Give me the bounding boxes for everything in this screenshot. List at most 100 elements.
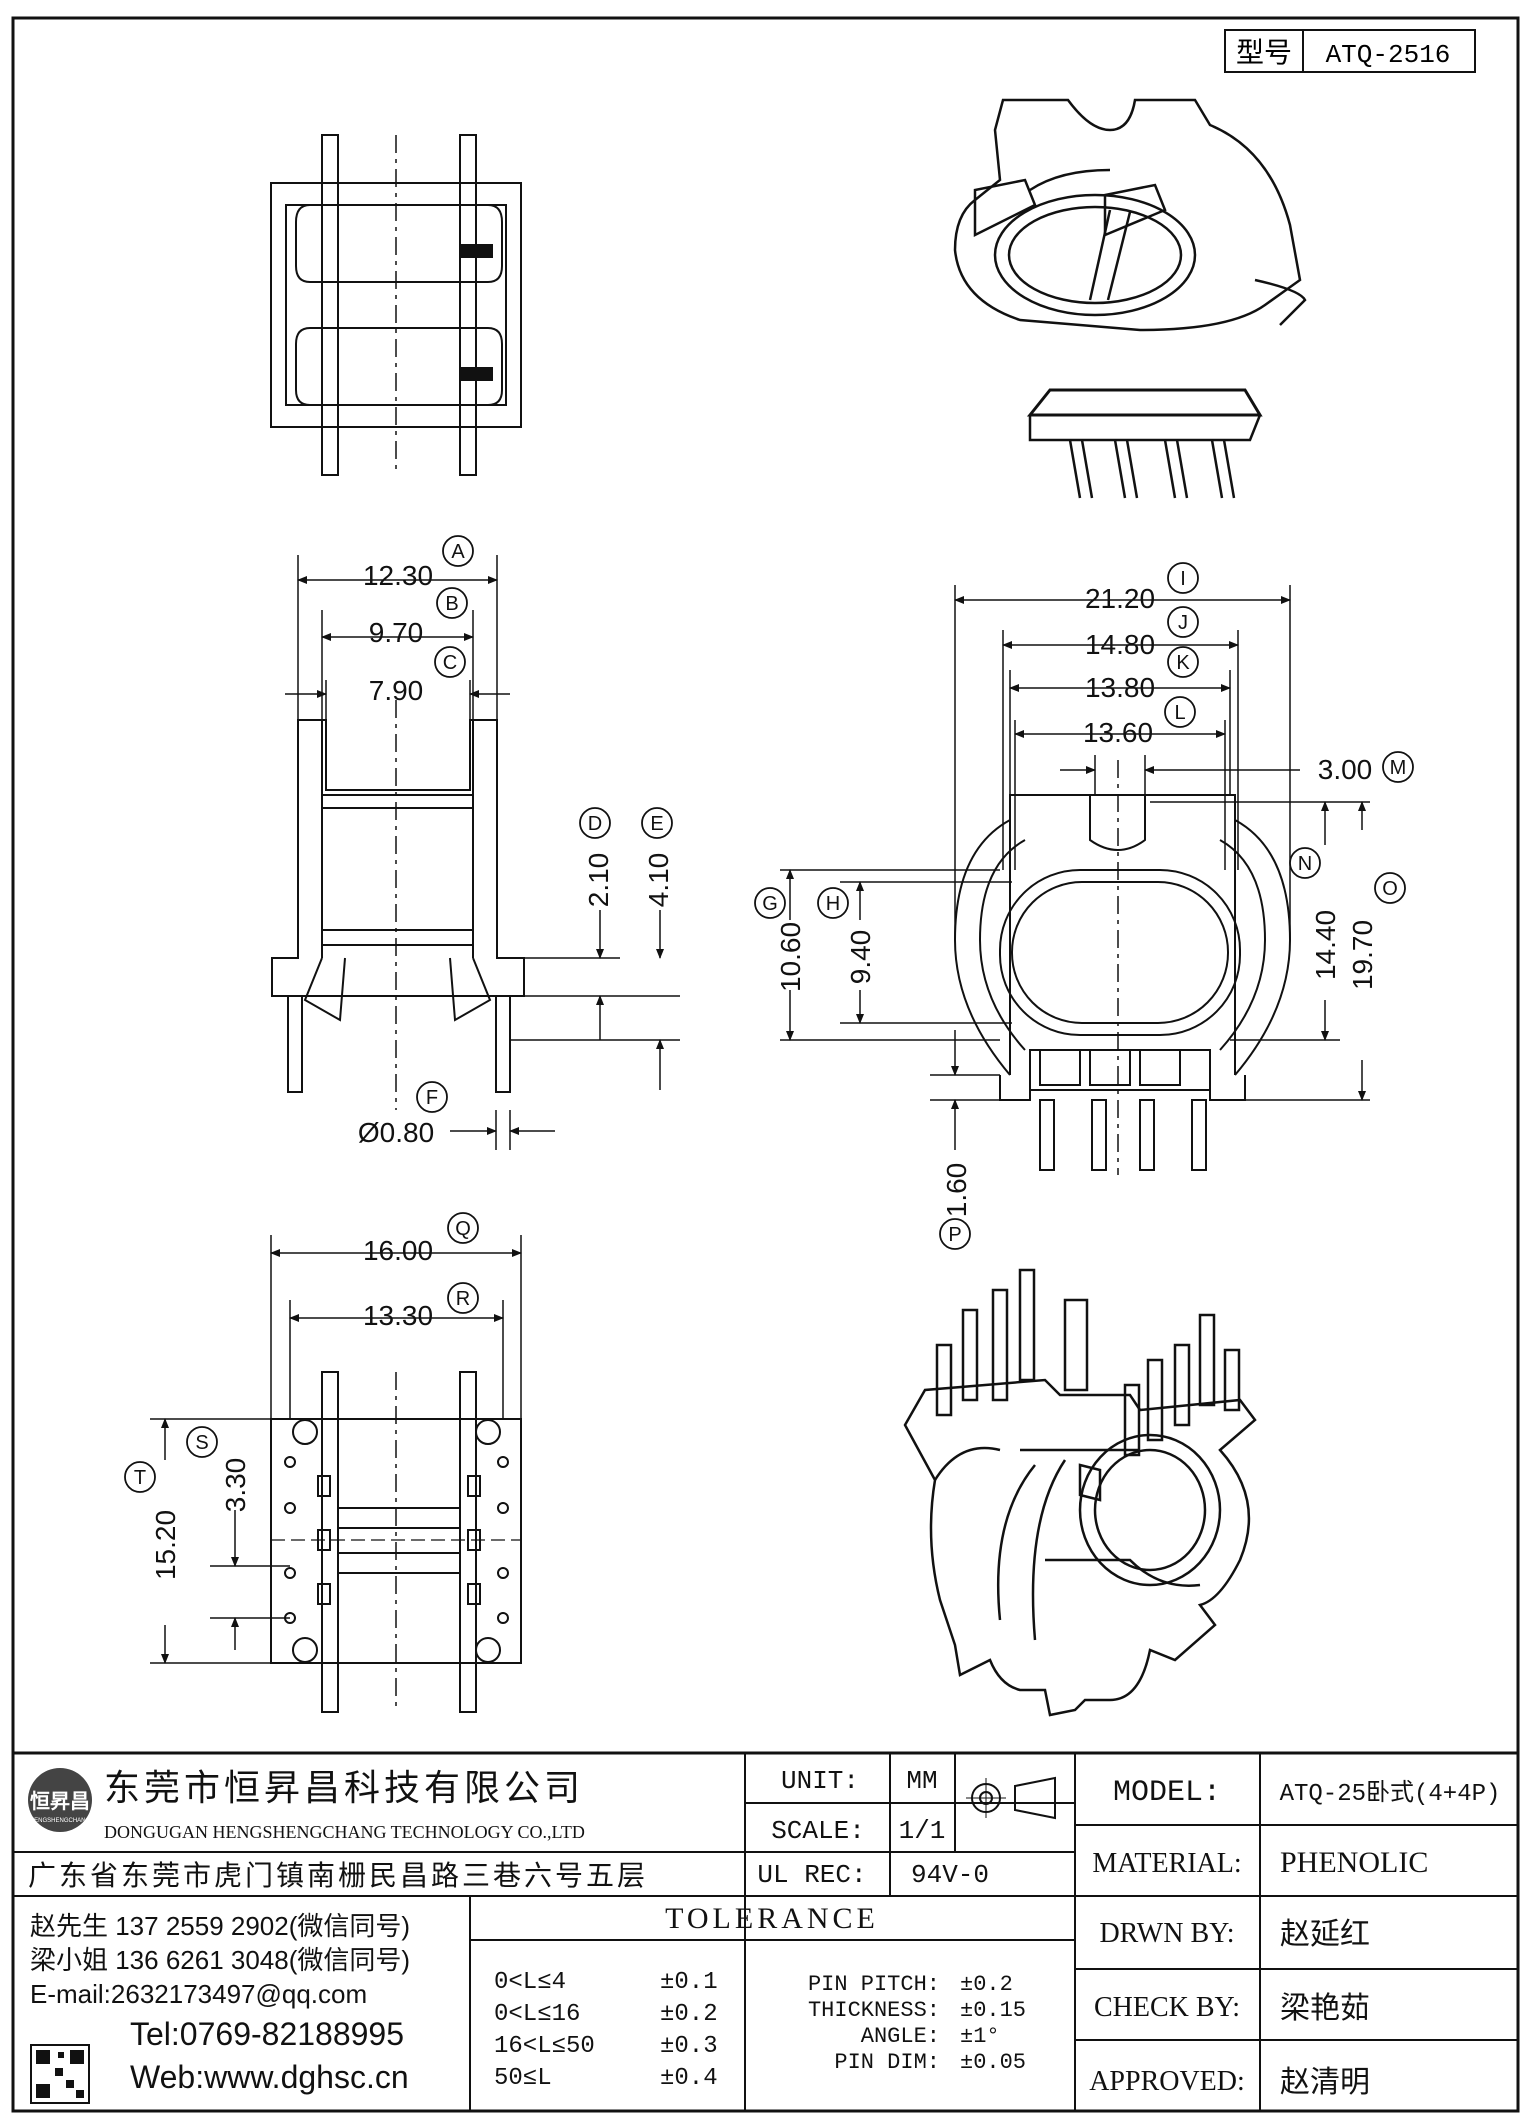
dim-badge-j <box>1167 606 1199 638</box>
unit-label: UNIT: <box>781 1766 859 1796</box>
dim-badge-o <box>1374 872 1406 904</box>
model-label: MODEL: <box>1113 1776 1221 1810</box>
dim-value-t: 15.20 <box>150 1510 181 1580</box>
view-side-middle <box>271 700 525 1110</box>
dim-value-c: 7.90 <box>369 675 424 706</box>
dim-badge-letter-i: I <box>1180 568 1186 590</box>
tolerance-value: ±0.3 <box>660 2033 718 2060</box>
title-block <box>13 1751 1518 2111</box>
dim-badge-k <box>1167 646 1199 678</box>
dim-value-i: 21.20 <box>1085 583 1155 614</box>
dim-badge-h <box>817 887 849 919</box>
material-value: PHENOLIC <box>1280 1846 1428 1879</box>
dim-badge-i <box>1167 562 1199 594</box>
dim-value-h: 9.40 <box>845 930 876 985</box>
contact-1: 赵先生 137 2559 2902(微信同号) <box>30 1911 410 1941</box>
dim-value-b: 9.70 <box>369 617 424 648</box>
contact-tel: Tel:0769-82188995 <box>130 2016 404 2052</box>
check-value: 梁艳茹 <box>1280 1992 1370 2025</box>
dim-value-s: 3.30 <box>220 1458 251 1513</box>
tolerance-extra-value: ±0.2 <box>960 1972 1013 1997</box>
view-plan-bottom <box>270 1371 522 1713</box>
dim-value-r: 13.30 <box>363 1300 433 1331</box>
dims-view5 <box>150 1235 522 1664</box>
dims-view3 <box>285 555 680 1150</box>
title-box-value: ATQ-2516 <box>1326 40 1451 70</box>
tolerance-title: TOLERANCE <box>665 1902 879 1935</box>
tolerance-extra-value: ±0.05 <box>960 2050 1026 2075</box>
dim-value-d: 2.10 <box>583 853 614 908</box>
ulrec-value: 94V-0 <box>911 1860 989 1890</box>
dim-badge-letter-f: F <box>426 1087 438 1109</box>
dim-badge-letter-e: E <box>650 813 663 835</box>
tolerance-range: 0<L≤16 <box>494 2001 580 2028</box>
ulrec-label: UL REC: <box>757 1860 866 1890</box>
dim-value-g: 10.60 <box>775 922 806 992</box>
approved-label: APPROVED: <box>1089 2066 1245 2097</box>
tolerance-value: ±0.1 <box>660 1969 718 1996</box>
dim-badge-letter-q: Q <box>455 1218 471 1240</box>
tolerance-extra-value: ±0.15 <box>960 1998 1026 2023</box>
title-box-label: 型号 <box>1236 37 1292 68</box>
dim-badge-r <box>447 1282 479 1314</box>
dim-badge-letter-n: N <box>1298 853 1312 875</box>
dim-value-p: 1.60 <box>941 1163 972 1218</box>
logo-text: 恒昇昌 <box>30 1790 90 1813</box>
material-label: MATERIAL: <box>1092 1848 1241 1879</box>
drwn-value: 赵延红 <box>1280 1918 1370 1951</box>
dim-badge-e <box>641 807 673 839</box>
contact-web: Web:www.dghsc.cn <box>130 2059 409 2095</box>
contact-email: E-mail:2632173497@qq.com <box>30 1979 367 2009</box>
dim-badge-a <box>442 535 474 567</box>
dim-badge-letter-c: C <box>443 652 457 674</box>
tolerance-range: 16<L≤50 <box>494 2033 595 2060</box>
dim-badge-letter-t: T <box>134 1467 146 1489</box>
title-box: 型号 ATQ-2516 <box>1224 29 1476 73</box>
tolerance-value: ±0.2 <box>660 2001 718 2028</box>
dim-value-o: 19.70 <box>1347 920 1378 990</box>
tolerance-range: 0<L≤4 <box>494 1969 566 1996</box>
dim-badge-letter-h: H <box>826 893 840 915</box>
scale-value: 1/1 <box>899 1816 946 1846</box>
unit-value: MM <box>906 1766 937 1796</box>
dim-badge-letter-s: S <box>195 1432 208 1454</box>
dim-value-n: 14.40 <box>1310 910 1341 980</box>
view-iso-top <box>953 98 1307 499</box>
approved-value: 赵清明 <box>1280 2066 1370 2099</box>
dim-badge-letter-g: G <box>762 893 778 915</box>
dim-badge-letter-o: O <box>1382 878 1398 900</box>
dim-badge-letter-l: L <box>1174 702 1185 724</box>
qr-code <box>30 2044 90 2104</box>
scale-label: SCALE: <box>771 1816 865 1846</box>
dim-value-l: 13.60 <box>1083 717 1153 748</box>
dim-value-f: Ø0.80 <box>358 1117 434 1148</box>
dim-badge-m <box>1382 751 1414 783</box>
tolerance-extra-label: ANGLE: <box>861 2024 940 2049</box>
tolerance-extra-label: PIN PITCH: <box>808 1972 940 1997</box>
check-label: CHECK BY: <box>1094 1992 1240 2023</box>
company-address: 广东省东莞市虎门镇南栅民昌路三巷六号五层 <box>28 1860 648 1891</box>
tolerance-extra-label: PIN DIM: <box>834 2050 940 2075</box>
dim-value-m: 3.00 <box>1318 754 1373 785</box>
dim-badge-letter-a: A <box>451 541 465 563</box>
tolerance-extra-label: THICKNESS: <box>808 1998 940 2023</box>
dim-value-q: 16.00 <box>363 1235 433 1266</box>
dim-badge-c <box>434 646 466 678</box>
dim-badge-n <box>1289 847 1321 879</box>
dim-badge-letter-r: R <box>456 1288 470 1310</box>
dim-value-a: 12.30 <box>363 560 433 591</box>
dim-badge-p <box>939 1218 971 1250</box>
tolerance-extra-value: ±1° <box>960 2024 1000 2049</box>
dim-badge-s <box>186 1426 218 1458</box>
dims-view4 <box>780 585 1370 1150</box>
dim-badge-q <box>447 1212 479 1244</box>
tolerance-value: ±0.4 <box>660 2065 718 2092</box>
model-value: ATQ-25卧式(4+4P) <box>1280 1779 1501 1808</box>
dim-badge-b <box>436 587 468 619</box>
dim-badge-f <box>416 1081 448 1113</box>
view-front-top <box>270 134 522 476</box>
dim-value-j: 14.80 <box>1085 629 1155 660</box>
view-iso-bottom <box>903 1268 1257 1717</box>
logo-sub: HENGSHENGCHANG <box>30 1818 91 1824</box>
